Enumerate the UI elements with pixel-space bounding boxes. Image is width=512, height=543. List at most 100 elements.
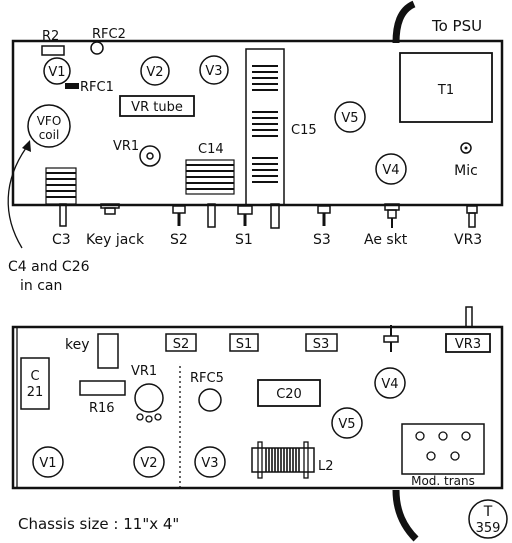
v5-valve — [334, 101, 366, 133]
v3-valve-bottom — [194, 446, 226, 478]
t1-label: T1 — [437, 83, 454, 98]
can-note-leader — [7, 147, 27, 249]
r16-label: R16 — [89, 401, 115, 416]
can-note-line2: in can — [20, 278, 62, 294]
mod-transformer — [401, 423, 485, 475]
to-psu-label: To PSU — [431, 17, 482, 35]
v3-valve — [199, 55, 229, 85]
can-note-line1: C4 and C26 — [8, 259, 90, 275]
vr3-box — [445, 333, 491, 353]
r2-resistor — [41, 45, 65, 56]
vr-tube — [119, 95, 195, 117]
chassis-size-caption: Chassis size : 11"x 4" — [18, 515, 179, 533]
v4-label: V4 — [382, 163, 399, 178]
can-note-arrowhead — [22, 140, 31, 152]
c20-label: C20 — [276, 387, 302, 402]
s1-label: S1 — [235, 232, 253, 248]
r16-resistor — [79, 380, 126, 396]
rfc5-label: RFC5 — [190, 371, 224, 386]
c14-label: C14 — [198, 142, 224, 157]
v1-label: V1 — [48, 65, 65, 80]
bottom-chassis-view: key S2 S1 S3 VR3 C 21 R16 VR1 RFC5 C20 V… — [11, 306, 504, 542]
key-jack-label: Key jack — [86, 232, 145, 248]
vr1-bottom-label: VR1 — [131, 364, 157, 379]
rfc1-choke — [65, 83, 79, 89]
vfo-coil — [27, 104, 71, 148]
s3-switch — [317, 205, 331, 226]
s1-switch — [237, 205, 253, 226]
r2-label: R2 — [42, 29, 59, 44]
c21-capacitor — [20, 357, 50, 410]
vfo-coil-label-line2: coil — [39, 128, 60, 142]
l2-coil — [251, 441, 315, 479]
rfc2-label: RFC2 — [92, 27, 126, 42]
c20-capacitor — [257, 379, 321, 407]
vr1-tag-1 — [136, 413, 144, 421]
s2-box — [165, 333, 197, 352]
vr-tube-label: VR tube — [131, 100, 183, 115]
mic-label: Mic — [454, 163, 478, 179]
v2-valve-bottom — [133, 446, 165, 478]
c14-capacitor — [185, 159, 235, 195]
v4-valve-bottom — [374, 367, 406, 399]
vr1-tag-2 — [145, 415, 153, 423]
c3-shaft — [59, 203, 67, 227]
rfc5-choke — [198, 388, 222, 412]
t1-transformer — [399, 52, 493, 123]
figure-tag-letter: T — [483, 504, 493, 520]
c15-shaft — [270, 203, 280, 229]
ae-skt-label: Ae skt — [364, 232, 408, 248]
vfo-coil-label-line1: VFO — [37, 114, 62, 128]
ae-socket-bottom — [383, 325, 399, 352]
s3-box-label: S3 — [313, 337, 330, 352]
vr1-pot — [139, 145, 161, 167]
v2-valve — [140, 56, 170, 86]
c15-capacitor — [245, 48, 285, 206]
vr3-shaft-bottom — [465, 306, 473, 328]
v3-bottom-label: V3 — [201, 456, 218, 471]
key-jack — [100, 203, 120, 215]
psu-cable — [392, 0, 416, 44]
vr1-pot-bottom — [134, 383, 164, 413]
c3-label: C3 — [52, 232, 71, 248]
s2-switch — [172, 205, 186, 226]
s1-box — [229, 333, 259, 352]
mod-transformer-tags — [415, 431, 471, 461]
bottom-chassis-outline — [11, 325, 504, 490]
vr3-box-label: VR3 — [455, 337, 481, 352]
vr1-label: VR1 — [113, 139, 139, 154]
s1-box-label: S1 — [236, 337, 253, 352]
figure-tag-circle — [468, 499, 508, 539]
vr1-pot-shaft — [146, 152, 154, 160]
mod-trans-label: Mod. trans — [411, 474, 475, 488]
top-chassis-view: To PSU R2 RFC2 V1 RFC1 V2 V3 VR tube VFO… — [7, 0, 504, 294]
s3-box — [305, 333, 338, 352]
v1-bottom-label: V1 — [39, 456, 56, 471]
v5-label: V5 — [341, 111, 358, 126]
c21-label-line1: C — [30, 369, 39, 384]
vr3-label: VR3 — [454, 232, 482, 248]
key-label: key — [65, 337, 90, 353]
c21-label-line2: 21 — [27, 385, 44, 400]
figure-tag-number: 359 — [476, 521, 501, 536]
rfc1-label: RFC1 — [80, 80, 114, 95]
v4-bottom-label: V4 — [381, 377, 398, 392]
vr3-shaft — [466, 205, 478, 228]
s3-label: S3 — [313, 232, 331, 248]
vr1-tag-3 — [154, 413, 162, 421]
mic-socket — [460, 142, 472, 154]
s2-box-label: S2 — [173, 337, 190, 352]
s2-label: S2 — [170, 232, 188, 248]
v2-label: V2 — [146, 65, 163, 80]
mic-socket-pin — [464, 146, 468, 150]
v2-bottom-label: V2 — [140, 456, 157, 471]
v1-valve — [43, 57, 71, 85]
v4-valve — [375, 153, 407, 185]
c15-label: C15 — [291, 123, 317, 138]
rfc2-choke — [90, 41, 104, 55]
key-unit — [97, 333, 119, 369]
v1-valve-bottom — [32, 446, 64, 478]
v5-valve-bottom — [331, 407, 363, 439]
